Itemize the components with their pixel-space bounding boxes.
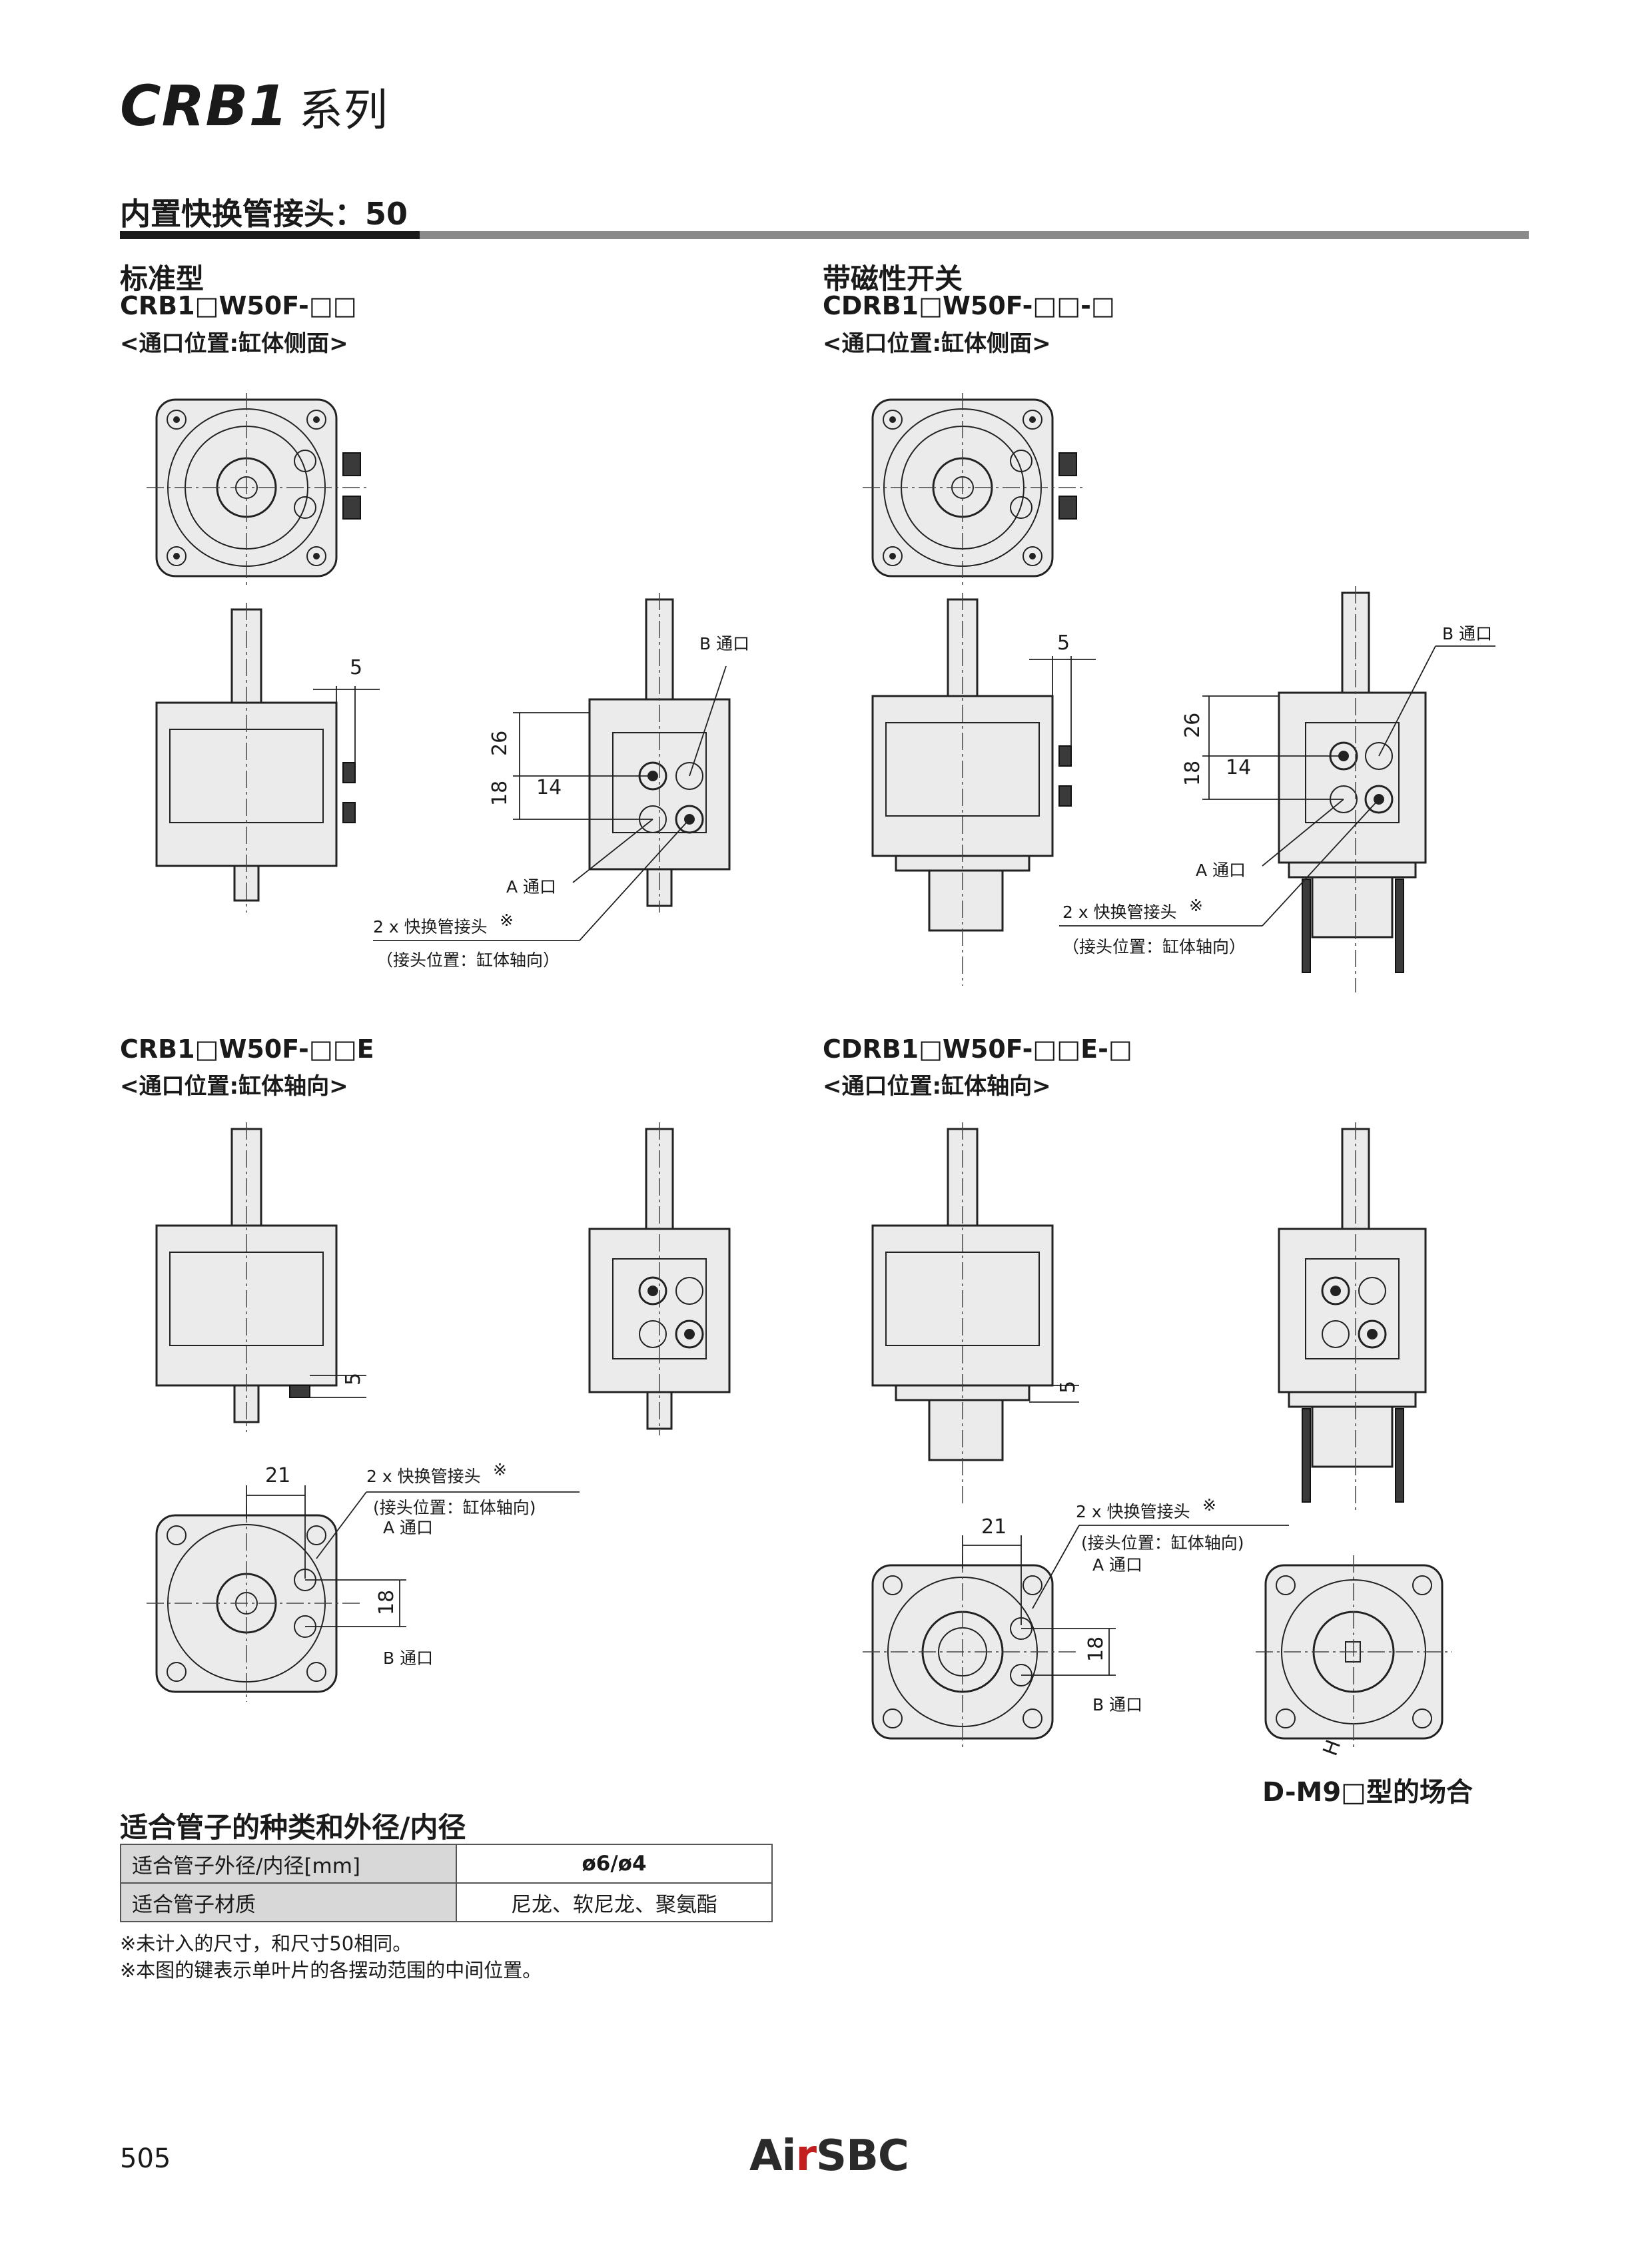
- std-model: CRB1□W50F-□□: [120, 291, 357, 320]
- page-number: 505: [120, 2143, 171, 2174]
- bottom-view: 21 18 2 x 快换管接头 ※ (接头位置：缸体轴向) A 通口 B 通口: [147, 1460, 580, 1702]
- brand-logo: AirSBC: [749, 2131, 909, 2181]
- std-axial-model: CRB1□W50F-□□E: [120, 1034, 374, 1064]
- dim-26-label: 26: [1181, 713, 1204, 738]
- dim-21-label: 21: [265, 1464, 290, 1487]
- fitting-label: 2 x 快换管接头: [366, 1467, 481, 1486]
- dim-18-label: 18: [1181, 761, 1204, 786]
- note-1: ※未计入的尺寸，和尺寸50相同。: [120, 1932, 412, 1955]
- port-a-label: A 通口: [383, 1518, 433, 1537]
- section-rule-accent: [120, 231, 420, 239]
- port-b-label: B 通口: [1092, 1695, 1142, 1714]
- dm9-caption: D-M9□型的场合: [1262, 1777, 1473, 1808]
- side-view: [588, 1122, 731, 1435]
- table-value: 尼龙、软尼龙、聚氨酯: [456, 1882, 773, 1922]
- front-view: 5: [155, 603, 380, 913]
- fitting-position-label: (接头位置：缸体轴向): [1081, 1533, 1244, 1553]
- mag-model: CDRB1□W50F-□□-□: [823, 291, 1115, 320]
- top-view: [863, 393, 1082, 586]
- dim-21-label: 21: [981, 1515, 1007, 1539]
- dim-26-label: 26: [488, 731, 512, 756]
- section-rule: [120, 231, 1529, 239]
- side-view: [1278, 1122, 1427, 1512]
- front-view: 5: [871, 1122, 1080, 1505]
- drawing-standard-axial-port: 5 21 18 2 x 快换管接头 ※ (接头位置：缸体: [147, 1122, 731, 1702]
- fitting-position-label: （接头位置：缸体轴向）: [1062, 937, 1246, 956]
- side-view: 26 18 14 B 通口 A 通口 2 x 快换管接头 ※ （接头位置：缸体轴…: [373, 593, 749, 970]
- dim-5-label: 5: [342, 1373, 365, 1385]
- std-title: 标准型: [120, 262, 205, 295]
- dim-18-label: 18: [375, 1590, 398, 1615]
- dim-5-label: 5: [1056, 1381, 1080, 1393]
- section-title: 内置快换管接头：50: [120, 196, 408, 232]
- table-row: 适合管子材质 尼龙、软尼龙、聚氨酯: [120, 1882, 773, 1922]
- fitting-label: 2 x 快换管接头: [1062, 903, 1177, 922]
- dim-5-label: 5: [1057, 631, 1070, 655]
- port-a-label: A 通口: [506, 877, 556, 897]
- dim-18-label: 18: [1084, 1637, 1108, 1662]
- front-view: 5: [871, 593, 1096, 986]
- fitting-mark: ※: [1189, 896, 1203, 915]
- drawing-magnetic-side-port: 5 26 18 14 B 通口 A 通口 2 x 快换管接头 ※ （接头位置：缸…: [863, 393, 1495, 992]
- brand-suffix: SBC: [816, 2131, 909, 2181]
- note-2: ※本图的键表示单叶片的各摆动范围的中间位置。: [120, 1959, 542, 1982]
- std-axial-port-note: <通口位置:缸体轴向>: [120, 1073, 348, 1100]
- series-name: CRB1: [120, 73, 288, 139]
- drawing-standard-side-port: 5 26 18 14 B 通口 A 通口 2 x 快换管接头 ※ （接头位置：缸…: [147, 393, 749, 970]
- dim-14-label: 14: [1226, 756, 1251, 779]
- table-key: 适合管子材质: [120, 1882, 457, 1922]
- port-b-label: B 通口: [383, 1649, 433, 1668]
- brand-r: r: [795, 2131, 817, 2181]
- mag-title: 带磁性开关: [823, 262, 963, 295]
- dim-14-label: 14: [536, 776, 562, 799]
- fitting-label: 2 x 快换管接头: [373, 917, 488, 936]
- tube-table-title: 适合管子的种类和外径/内径: [120, 1811, 466, 1844]
- port-a-label: A 通口: [1196, 861, 1246, 880]
- dim-5-label: 5: [350, 656, 362, 679]
- fitting-position-label: （接头位置：缸体轴向）: [376, 950, 560, 970]
- mag-axial-model: CDRB1□W50F-□□E-□: [823, 1034, 1132, 1064]
- tube-spec-table: 适合管子外径/内径[mm] ø6/ø4 适合管子材质 尼龙、软尼龙、聚氨酯: [120, 1844, 773, 1922]
- std-port-note: <通口位置:缸体侧面>: [120, 330, 348, 357]
- drawing-magnetic-axial-port: 5 21 18 2 x 快换管接头: [863, 1122, 1452, 1759]
- fitting-position-label: (接头位置：缸体轴向): [373, 1498, 536, 1517]
- brand-prefix: Ai: [749, 2131, 796, 2181]
- series-suffix: 系列: [298, 85, 388, 136]
- port-a-label: A 通口: [1092, 1555, 1142, 1575]
- fitting-mark: ※: [1202, 1495, 1216, 1515]
- table-value: ø6/ø4: [456, 1844, 773, 1884]
- side-view: 26 18 14 B 通口 A 通口 2 x 快换管接头 ※ （接头位置：缸体轴…: [1059, 586, 1495, 992]
- bottom-view: 21 18 2 x 快换管接头 ※ (接头位置：缸体轴向) A 通口 B 通口: [863, 1495, 1289, 1748]
- dim-18-label: 18: [488, 781, 512, 806]
- fitting-label: 2 x 快换管接头: [1076, 1502, 1190, 1521]
- mag-port-note: <通口位置:缸体侧面>: [823, 330, 1051, 357]
- table-row: 适合管子外径/内径[mm] ø6/ø4: [120, 1844, 773, 1884]
- fitting-mark: ※: [493, 1460, 507, 1479]
- table-key: 适合管子外径/内径[mm]: [120, 1844, 457, 1884]
- top-view: [147, 393, 366, 586]
- port-b-label: B 通口: [1442, 624, 1492, 643]
- front-view: 5: [155, 1122, 366, 1432]
- mag-axial-port-note: <通口位置:缸体轴向>: [823, 1073, 1051, 1100]
- d-m9-view: H: [1256, 1555, 1452, 1759]
- switch-h-label: H: [1319, 1737, 1346, 1759]
- port-b-label: B 通口: [699, 634, 749, 653]
- fitting-mark: ※: [500, 911, 514, 930]
